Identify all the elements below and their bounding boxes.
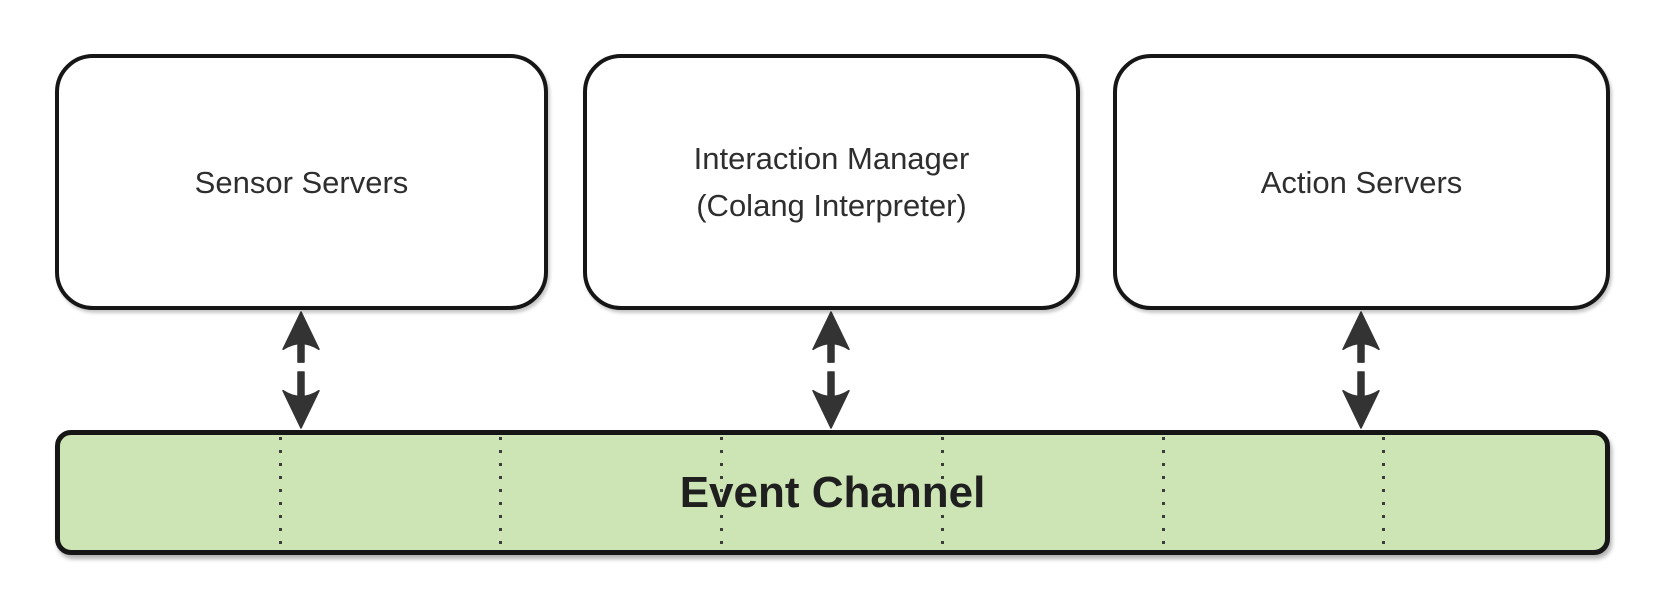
arrowhead-up-icon bbox=[1342, 311, 1380, 351]
arrowhead-down-icon bbox=[812, 389, 850, 429]
channel-divider-dotted bbox=[940, 437, 944, 548]
arrowhead-down-icon bbox=[1342, 389, 1380, 429]
box-sensor-servers: Sensor Servers bbox=[55, 54, 548, 310]
arrow-dash bbox=[297, 371, 305, 397]
box-action-servers: Action Servers bbox=[1113, 54, 1610, 310]
arrowhead-up-icon bbox=[282, 311, 320, 351]
channel-divider-dotted bbox=[499, 437, 503, 548]
channel-divider-dotted bbox=[1382, 437, 1386, 548]
dashed-double-arrow-icon bbox=[1342, 311, 1380, 429]
dashed-double-arrow-icon bbox=[812, 311, 850, 429]
box-interaction-manager: Interaction Manager (Colang Interpreter) bbox=[583, 54, 1080, 310]
dashed-double-arrow-icon bbox=[282, 311, 320, 429]
interaction-manager-label: Interaction Manager bbox=[693, 141, 970, 176]
channel-divider-dotted bbox=[278, 437, 282, 548]
channel-divider-dotted bbox=[720, 437, 724, 548]
action-servers-label: Action Servers bbox=[1260, 164, 1463, 200]
channel-divider-dotted bbox=[1161, 437, 1165, 548]
arrow-dash bbox=[827, 371, 835, 397]
arrowhead-down-icon bbox=[282, 389, 320, 429]
event-channel-bar: Event Channel bbox=[55, 430, 1610, 555]
arrow-dash bbox=[1357, 371, 1365, 397]
sensor-servers-label: Sensor Servers bbox=[194, 164, 409, 200]
interaction-manager-sublabel: (Colang Interpreter) bbox=[696, 188, 967, 223]
arrowhead-up-icon bbox=[812, 311, 850, 351]
event-channel-label: Event Channel bbox=[679, 467, 986, 517]
